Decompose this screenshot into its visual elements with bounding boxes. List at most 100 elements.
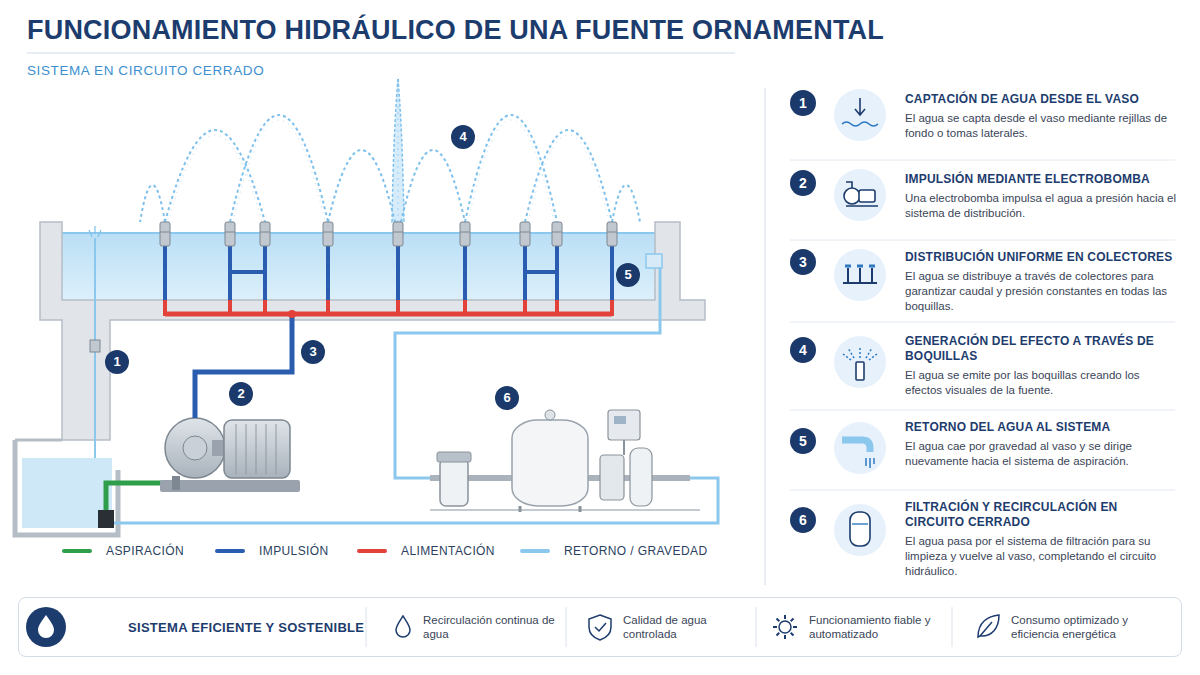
return-pipe-part <box>112 478 718 523</box>
band-icons-part <box>396 616 410 637</box>
filtration-unit-part <box>520 506 580 512</box>
jets <box>140 78 640 222</box>
step-box: FILTRACIÓN Y RECIRCULACIÓN EN CIRCUITO C… <box>905 500 1177 579</box>
nozzles-part <box>520 222 530 246</box>
filtration-unit-part <box>623 440 625 455</box>
nozzles-part <box>160 222 170 246</box>
title-rule-part <box>27 53 735 54</box>
risers-part <box>165 246 612 300</box>
panel-rules-part <box>765 88 766 585</box>
risers-part <box>230 270 557 274</box>
suction-pipe-part <box>98 510 114 528</box>
callout-number: 2 <box>229 382 253 406</box>
nozzles-part <box>460 222 470 246</box>
legend-swatch <box>520 549 550 553</box>
jets-part <box>612 185 640 222</box>
legend-label: IMPULSIÓN <box>259 543 329 559</box>
step-icons-part <box>845 265 875 268</box>
discharge-pipe <box>195 316 292 418</box>
sump-part <box>15 439 62 442</box>
callout-number: 3 <box>301 340 325 364</box>
step-description: Una electrobomba impulsa el agua a presi… <box>905 191 1177 221</box>
band-heading: SISTEMA EFICIENTE Y SOSTENIBLE <box>128 620 364 635</box>
jets-part <box>328 150 395 222</box>
band-icons-part <box>773 615 797 639</box>
jets-part <box>398 82 399 222</box>
return-pipe-part <box>646 254 662 268</box>
callout-number: 1 <box>790 90 816 116</box>
step-icons <box>834 89 886 556</box>
basin-part <box>62 232 655 300</box>
step-icons-part <box>859 190 875 202</box>
drain-pipe-part <box>89 226 101 237</box>
callout-number: 6 <box>790 507 816 533</box>
step-icons-part <box>843 268 877 283</box>
benefit-item: Calidad de agua controlada <box>623 613 748 641</box>
step-box: GENERACIÓN DEL EFECTO A TRAVÉS DE BOQUIL… <box>905 334 1177 398</box>
jets-part <box>165 130 265 222</box>
benefit-text: Funcionamiento fiable y automatizado <box>809 613 939 641</box>
step-icons-part <box>834 504 886 556</box>
step-description: El agua cae por gravedad al vaso y se di… <box>905 439 1177 469</box>
benefit-text: Consumo optimizado y eficiencia energéti… <box>1011 613 1161 641</box>
step-icons-part <box>846 182 878 206</box>
step-heading: CAPTACIÓN DE AGUA DESDE EL VASO <box>905 92 1177 107</box>
band-icons <box>26 607 999 647</box>
nozzles-part <box>607 222 617 246</box>
discharge-pipe-part <box>195 316 292 418</box>
jets-part <box>528 135 609 222</box>
benefit-item: Funcionamiento fiable y automatizado <box>809 613 939 641</box>
jets-part <box>392 78 404 222</box>
step-icons-part <box>834 169 886 221</box>
step-icons-part <box>834 249 886 301</box>
step-icons-part <box>843 346 877 360</box>
filtration-unit-part <box>440 458 468 506</box>
legend-label: RETORNO / GRAVEDAD <box>564 543 707 559</box>
step-box: DISTRIBUCIÓN UNIFORME EN COLECTORESEl ag… <box>905 250 1177 314</box>
callout-number: 2 <box>790 170 816 196</box>
benefit-item: Recirculación continua de agua <box>423 613 563 641</box>
filtration-unit-part <box>630 448 652 506</box>
pump-part <box>224 420 290 478</box>
nozzles-part <box>323 222 333 246</box>
legend-swatch <box>357 549 387 553</box>
band-icons-part <box>366 607 952 647</box>
filtration-unit-part <box>614 416 626 424</box>
subtitle: SISTEMA EN CIRCUITO CERRADO <box>27 63 264 78</box>
jets-part <box>230 115 328 222</box>
band-icons-part <box>978 615 999 637</box>
step-icons-part <box>842 122 878 126</box>
step-description: El agua se distribuye a través de colect… <box>905 269 1177 314</box>
legend-label: ALIMENTACIÓN <box>401 543 495 559</box>
step-icons-part <box>834 89 886 141</box>
drain-pipe-part <box>90 340 100 352</box>
band-icons-part <box>26 607 66 647</box>
step-icons-part <box>866 458 874 468</box>
step-heading: FILTRACIÓN Y RECIRCULACIÓN EN CIRCUITO C… <box>905 500 1177 530</box>
basin <box>40 222 705 440</box>
risers <box>165 246 612 300</box>
pump-part <box>236 424 276 474</box>
callout-number: 6 <box>495 386 519 410</box>
step-icons-part <box>834 422 886 474</box>
jets-part <box>233 120 325 222</box>
band-icons-part <box>589 615 611 640</box>
nozzles-part <box>260 222 270 246</box>
basin-part <box>62 232 655 234</box>
diagram-title: FUNCIONAMIENTO HIDRÁULICO DE UNA FUENTE … <box>27 15 884 46</box>
legend-swatch <box>215 549 245 553</box>
legend-swatch <box>62 549 92 553</box>
manifold-part <box>288 310 296 318</box>
callout-number: 5 <box>616 263 640 287</box>
sump-part <box>15 440 118 535</box>
step-icons-part <box>856 362 864 380</box>
step-box: CAPTACIÓN DE AGUA DESDE EL VASOEl agua s… <box>905 92 1177 141</box>
band-icons-part <box>595 623 606 631</box>
step-icons-part <box>850 512 870 546</box>
jets-part <box>525 130 612 222</box>
callout-number: 4 <box>790 337 816 363</box>
step-icons-part <box>844 188 860 204</box>
filtration-unit-part <box>545 410 555 420</box>
filtration-unit-part <box>512 420 588 506</box>
